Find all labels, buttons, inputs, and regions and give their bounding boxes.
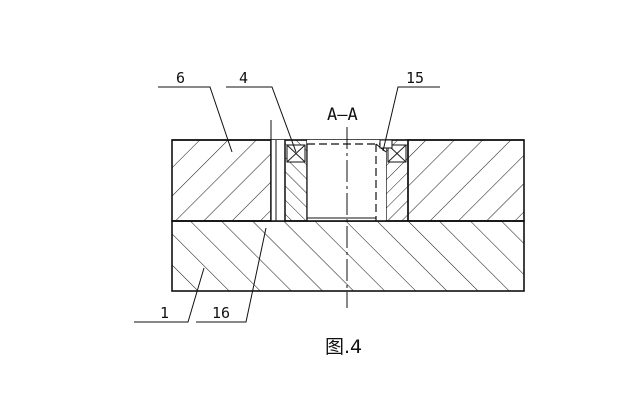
- callout-4: 4: [239, 69, 248, 87]
- figure-caption: 图.4: [325, 336, 362, 358]
- section-label: A—A: [327, 105, 358, 125]
- pin-15: [379, 139, 393, 149]
- base-plate-1: [171, 220, 525, 292]
- leader-lines: [134, 86, 440, 323]
- callout-16: 16: [212, 304, 230, 322]
- callout-6: 6: [176, 69, 185, 87]
- leader-1: [134, 267, 205, 323]
- leader-4: [226, 86, 297, 153]
- callout-1: 1: [160, 304, 169, 322]
- upper-plate-6: [171, 139, 525, 222]
- leader-6: [158, 86, 233, 153]
- callout-15: 15: [406, 69, 424, 87]
- leader-15: [382, 86, 440, 152]
- leader-16: [196, 227, 267, 323]
- spacer-16: [270, 140, 286, 221]
